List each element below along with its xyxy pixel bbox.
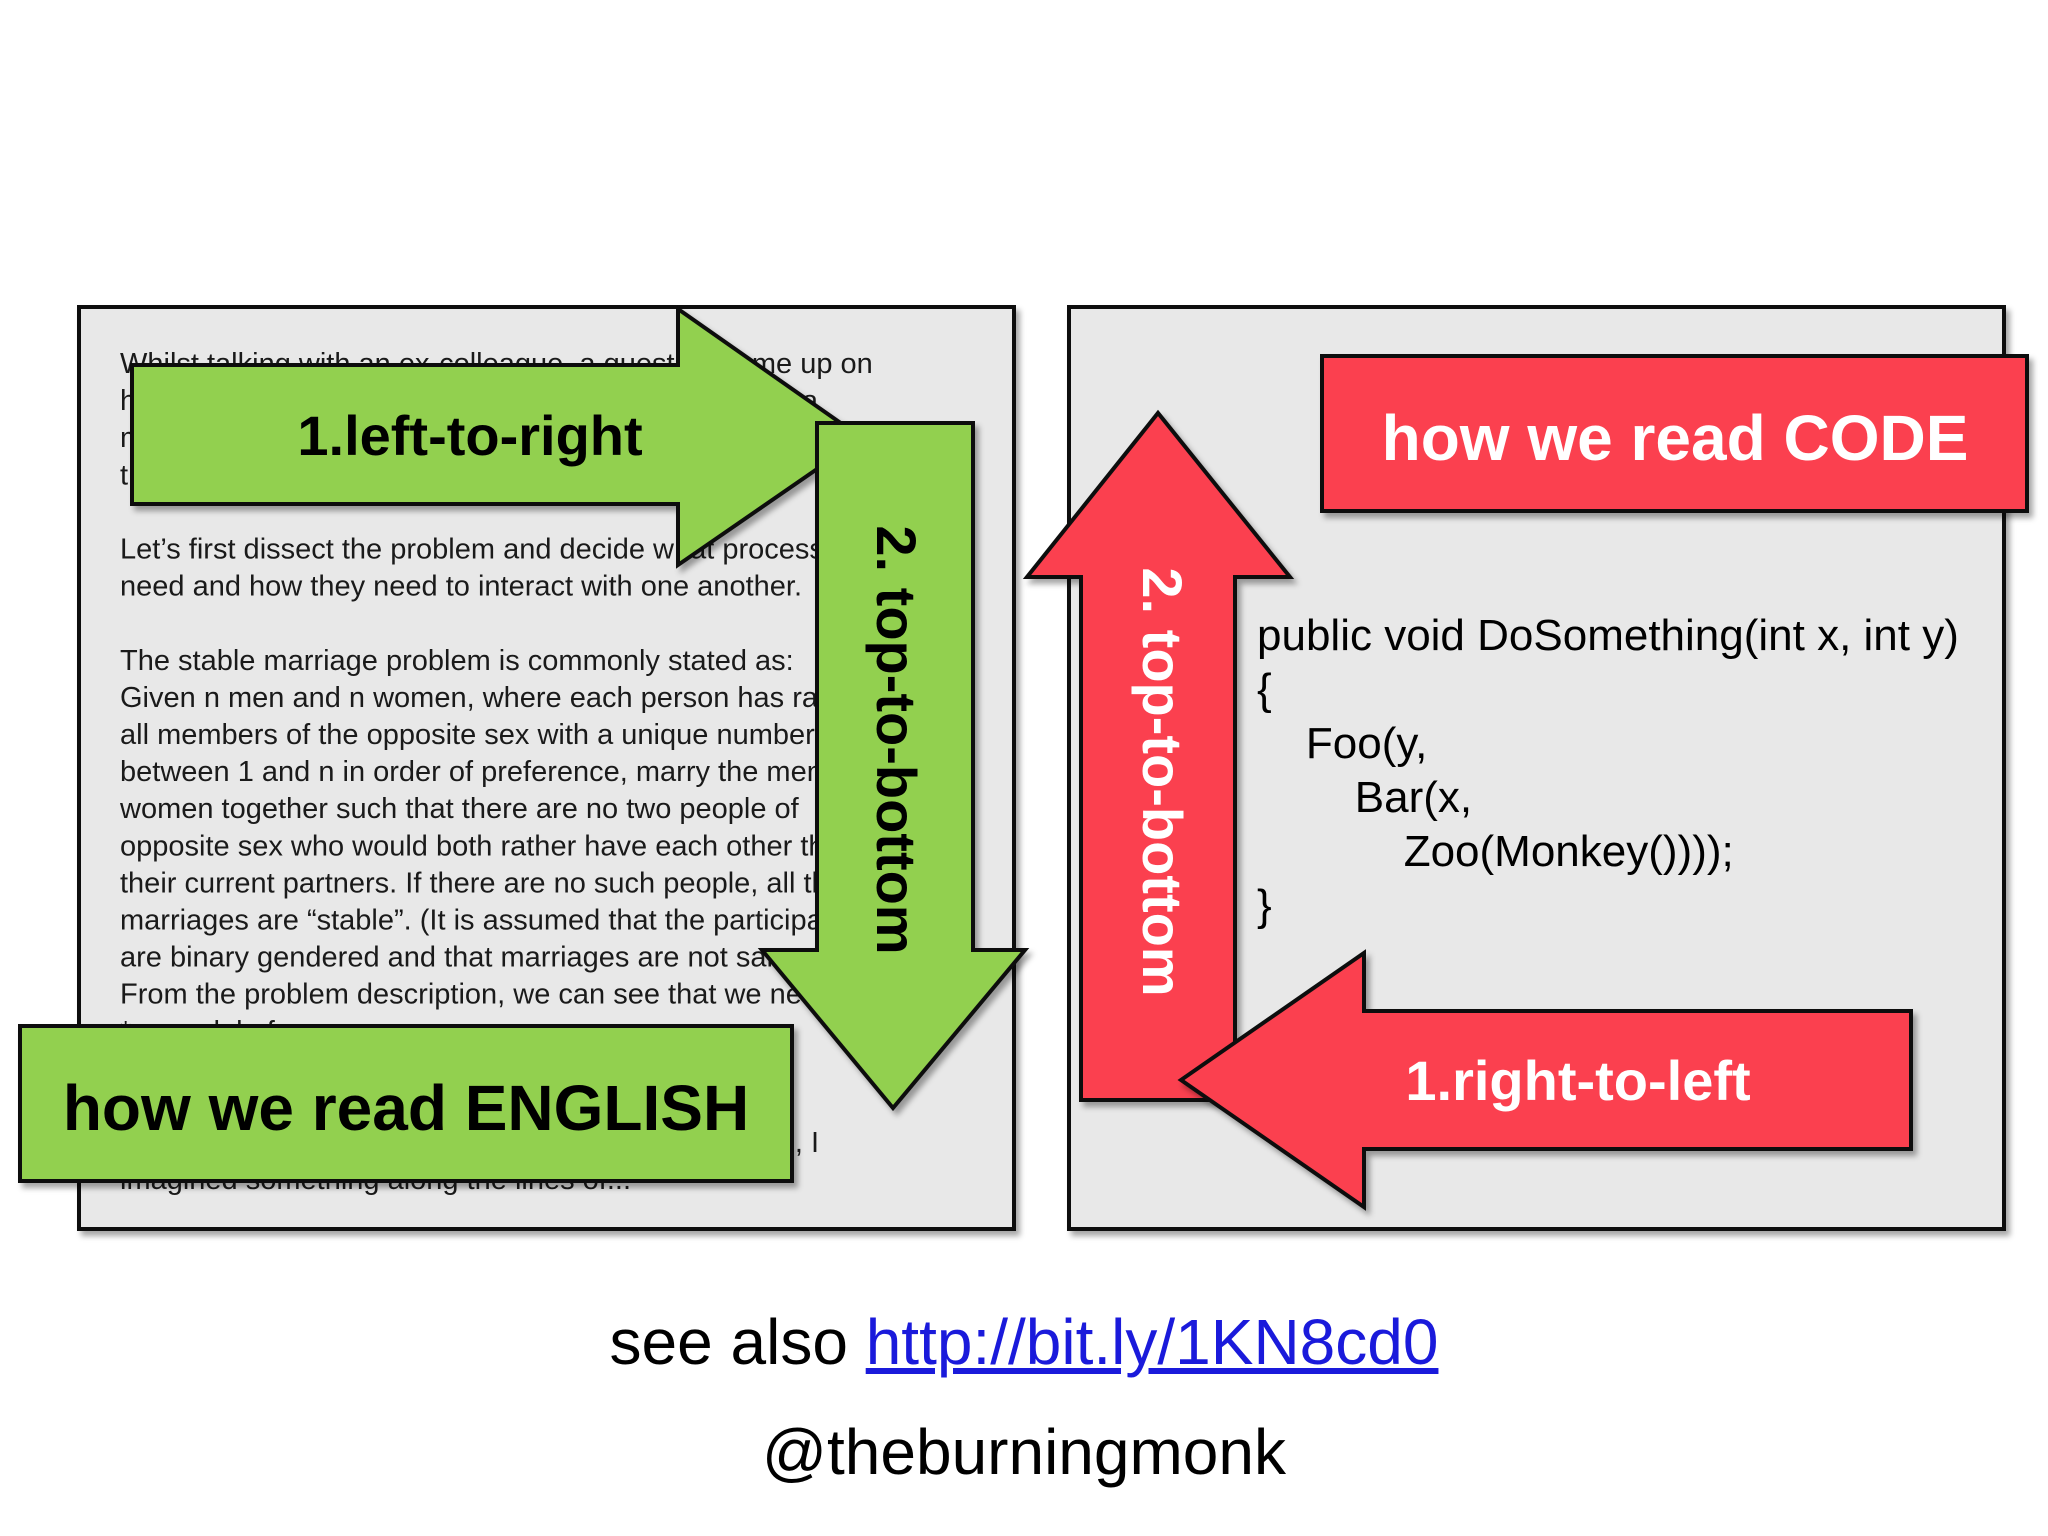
code-line: { xyxy=(1257,665,1272,714)
english-top-to-bottom-arrow: 2. top-to-bottom xyxy=(757,421,1030,1112)
left-to-right-arrow: 1.left-to-right xyxy=(130,305,866,569)
code-top-to-bottom-arrow-shape xyxy=(1022,409,1295,1102)
document-line: need and how they need to interact with … xyxy=(120,571,802,603)
english-top-to-bottom-arrow-shape xyxy=(757,421,1030,1112)
document-line: women together such that there are no tw… xyxy=(119,793,800,825)
code-top-to-bottom-label: 2. top-to-bottom xyxy=(1131,567,1194,996)
english-title: how we read ENGLISH xyxy=(63,1072,749,1144)
code-title-box: how we read CODE xyxy=(1320,354,2029,513)
right-to-left-arrow-shape xyxy=(1177,949,1913,1211)
code-line: Zoo(Monkey()))); xyxy=(1257,827,1734,876)
document-line: From the problem description, we can see… xyxy=(120,979,842,1011)
twitter-handle: @theburningmonk xyxy=(762,1416,1286,1488)
code-title: how we read CODE xyxy=(1382,402,1969,474)
document-line: The stable marriage problem is commonly … xyxy=(120,645,794,677)
document-line: their current partners. If there are no … xyxy=(120,867,844,899)
code-line: Foo(y, xyxy=(1257,719,1427,768)
english-top-to-bottom-label: 2. top-to-bottom xyxy=(865,525,928,954)
document-line: are binary gendered and that marriages a… xyxy=(120,942,879,974)
see-also-text: see also xyxy=(609,1306,848,1378)
english-title-box-bg xyxy=(18,1024,794,1183)
code-line: } xyxy=(1257,881,1272,930)
see-also-line: see also http://bit.ly/1KN8cd0 xyxy=(0,1305,2048,1379)
document-line: between 1 and n in order of preference, … xyxy=(120,756,879,788)
code-snippet: public void DoSomething(int x, int y) { F… xyxy=(1257,611,1959,930)
left-to-right-label: 1.left-to-right xyxy=(297,404,642,467)
right-to-left-label: 1.right-to-left xyxy=(1405,1049,1750,1112)
code-line: public void DoSomething(int x, int y) xyxy=(1257,611,1959,660)
document-line: all members of the opposite sex with a u… xyxy=(120,719,815,751)
code-title-box-bg xyxy=(1320,354,2029,513)
see-also-link[interactable]: http://bit.ly/1KN8cd0 xyxy=(865,1306,1439,1378)
english-title-box: how we read ENGLISH xyxy=(18,1024,794,1183)
document-line: Given n men and n women, where each pers… xyxy=(120,682,881,714)
left-to-right-arrow-shape xyxy=(130,305,866,569)
document-line: opposite sex who would both rather have … xyxy=(120,830,857,862)
code-line: Bar(x, xyxy=(1257,773,1472,822)
right-to-left-arrow: 1.right-to-left xyxy=(1177,949,1913,1211)
document-line: marriages are “stable”. (It is assumed t… xyxy=(120,905,861,937)
code-top-to-bottom-arrow: 2. top-to-bottom xyxy=(1022,409,1295,1102)
document-line: Let’s first dissect the problem and deci… xyxy=(120,534,900,566)
